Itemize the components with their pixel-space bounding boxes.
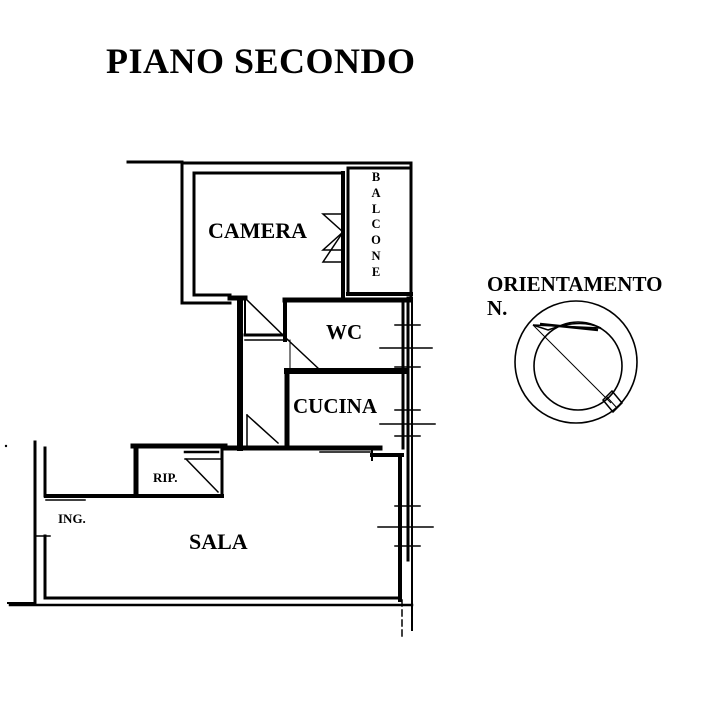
rip-walls (130, 443, 243, 498)
room-label-camera: CAMERA (208, 218, 307, 243)
north-label: N. (487, 296, 508, 320)
sala-walls (7, 440, 414, 641)
room-label-balcone: B A L C O N E (369, 170, 383, 281)
balcone-letter: A (371, 185, 381, 200)
camera-walls (180, 161, 413, 305)
balcone-letter: N (371, 248, 381, 263)
room-label-rip: RIP. (153, 470, 178, 485)
balcone-letter: E (371, 264, 381, 279)
room-label-cucina: CUCINA (293, 394, 377, 418)
orientation-legend: ORIENTAMENTO N. (487, 272, 662, 320)
compass-icon (514, 300, 638, 424)
balcone-walls (346, 161, 413, 300)
right-window-ticks (377, 324, 436, 547)
balcone-letter: B (371, 170, 381, 184)
balcone-letter: L (371, 201, 381, 216)
room-label-sala: SALA (189, 529, 248, 554)
wc-walls (282, 297, 413, 374)
corridor-walls (227, 295, 290, 451)
plan-title: PIANO SECONDO (106, 41, 416, 81)
orientation-label: ORIENTAMENTO (487, 272, 663, 296)
stray-mark (4, 444, 8, 448)
balcone-letter: C (371, 217, 381, 232)
camera-window (321, 213, 345, 263)
room-label-wc: WC (326, 320, 363, 344)
room-label-ing: ING. (58, 511, 86, 526)
balcone-letter: O (371, 233, 381, 248)
